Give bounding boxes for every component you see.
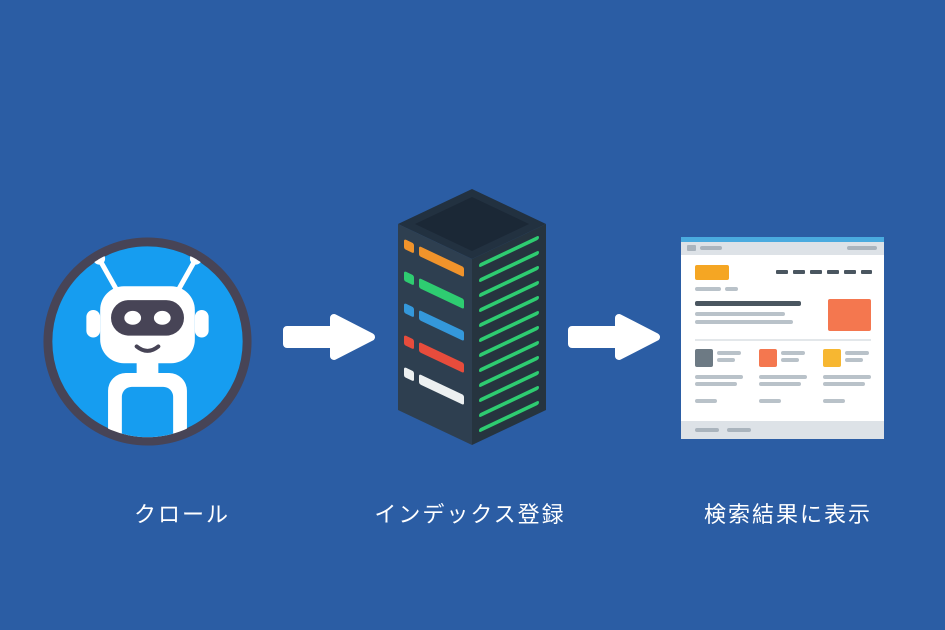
step-label-serp: 検索結果に表示 <box>703 502 873 527</box>
browser-result-column-1 <box>695 349 743 403</box>
server-index-icon <box>398 189 546 445</box>
server-front-face <box>398 224 472 445</box>
browser-result-column-3 <box>823 349 871 403</box>
step-label-index: インデックス登録 <box>374 502 566 527</box>
browser-footer-lines <box>695 428 751 432</box>
server-top-inset <box>415 197 529 251</box>
browser-content-area <box>681 255 884 421</box>
server-vent-stripes <box>479 236 539 432</box>
arrow-right-icon <box>283 314 375 360</box>
browser-sub-logo-lines <box>695 287 738 291</box>
browser-toolbar <box>681 242 884 255</box>
browser-top-strip <box>681 237 884 242</box>
browser-hero-image <box>828 299 871 331</box>
browser-divider <box>695 339 871 341</box>
robot-eyes <box>124 310 171 325</box>
browser-hero-text <box>695 301 801 324</box>
robot-crawler-icon <box>43 237 252 446</box>
robot-smile <box>134 344 161 353</box>
server-status-bars <box>404 239 464 405</box>
arrow-shape <box>283 314 375 360</box>
arrow-shape <box>568 314 660 360</box>
browser-results-icon <box>681 237 884 439</box>
server-side-face <box>472 224 546 445</box>
browser-logo-button <box>695 265 729 280</box>
browser-result-column-2 <box>759 349 807 403</box>
browser-nav-links <box>776 270 872 274</box>
arrow-right-icon <box>568 314 660 360</box>
robot-visor <box>111 300 184 336</box>
browser-footer <box>681 421 884 439</box>
robot-ears <box>86 309 209 338</box>
browser-toolbar-controls <box>687 245 877 251</box>
robot-figure <box>86 252 209 438</box>
robot-body <box>108 362 187 438</box>
step-label-crawl: クロール <box>133 502 231 527</box>
